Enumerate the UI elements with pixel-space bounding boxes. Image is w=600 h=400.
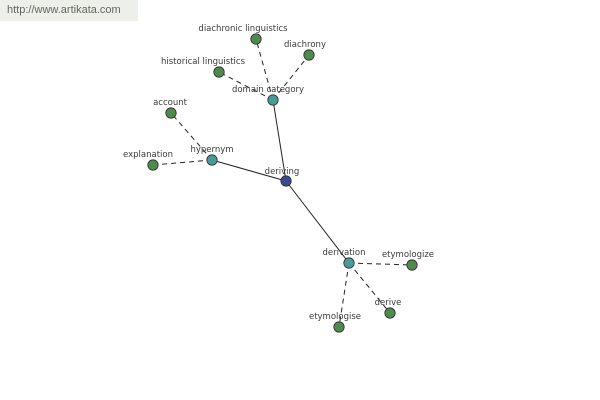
node-marker-domain-category[interactable] (267, 94, 279, 106)
node-marker-etymologize[interactable] (406, 259, 418, 271)
node-label-domain-category: domain category (232, 85, 304, 95)
edge-domain-category-to-historical-linguistics (218, 71, 274, 101)
node-derivation[interactable]: derivation (322, 248, 366, 269)
edge-domain-category-to-diachrony (272, 54, 310, 101)
node-marker-account[interactable] (165, 107, 177, 119)
watermark-url: http://www.artikata.com (0, 0, 138, 21)
node-marker-derive[interactable] (384, 307, 396, 319)
node-etymologise[interactable]: etymologise (309, 312, 361, 333)
node-explanation[interactable]: explanation (123, 150, 173, 171)
node-label-derive: derive (375, 298, 402, 308)
node-marker-historical-linguistics[interactable] (213, 66, 225, 78)
node-marker-diachrony[interactable] (303, 49, 315, 61)
node-diachronic-linguistics[interactable]: diachronic linguistics (198, 24, 288, 45)
edge-derivation-to-derive (348, 262, 391, 314)
node-historical-linguistics[interactable]: historical linguistics (161, 57, 246, 78)
node-marker-etymologise[interactable] (333, 321, 345, 333)
edge-deriving-to-domain-category (272, 99, 287, 182)
node-label-etymologize: etymologize (382, 250, 434, 260)
node-label-account: account (153, 98, 188, 108)
node-marker-explanation[interactable] (147, 159, 159, 171)
edge-domain-category-to-diachronic-linguistics (255, 38, 274, 101)
node-label-hypernym: hypernym (190, 145, 233, 155)
edge-hypernym-to-explanation (152, 159, 213, 166)
graph-nodes: deriving domain category hypernym derivatio… (123, 24, 434, 333)
node-deriving[interactable]: deriving (265, 167, 300, 187)
node-derive[interactable]: derive (375, 298, 402, 319)
node-marker-derivation[interactable] (343, 257, 355, 269)
node-label-explanation: explanation (123, 150, 173, 160)
graph-edges (152, 38, 413, 328)
node-domain-category[interactable]: domain category (232, 85, 304, 106)
node-label-deriving: deriving (265, 167, 300, 177)
node-label-derivation: derivation (322, 248, 365, 258)
node-marker-diachronic-linguistics[interactable] (250, 33, 262, 45)
edge-deriving-to-hypernym (211, 159, 287, 182)
edge-derivation-to-etymologize (348, 262, 413, 266)
node-hypernym[interactable]: hypernym (190, 145, 234, 166)
node-account[interactable]: account (153, 98, 188, 119)
node-diachrony[interactable]: diachrony (284, 40, 326, 61)
edge-deriving-to-derivation (285, 180, 350, 264)
node-label-etymologise: etymologise (309, 312, 361, 322)
node-label-diachrony: diachrony (284, 40, 326, 50)
edge-hypernym-to-account (170, 112, 213, 161)
node-marker-deriving[interactable] (280, 175, 292, 187)
node-etymologize[interactable]: etymologize (382, 250, 434, 271)
node-label-historical-linguistics: historical linguistics (161, 57, 246, 67)
node-label-diachronic-linguistics: diachronic linguistics (198, 24, 288, 34)
node-marker-hypernym[interactable] (206, 154, 218, 166)
edge-derivation-to-etymologise (338, 262, 350, 328)
